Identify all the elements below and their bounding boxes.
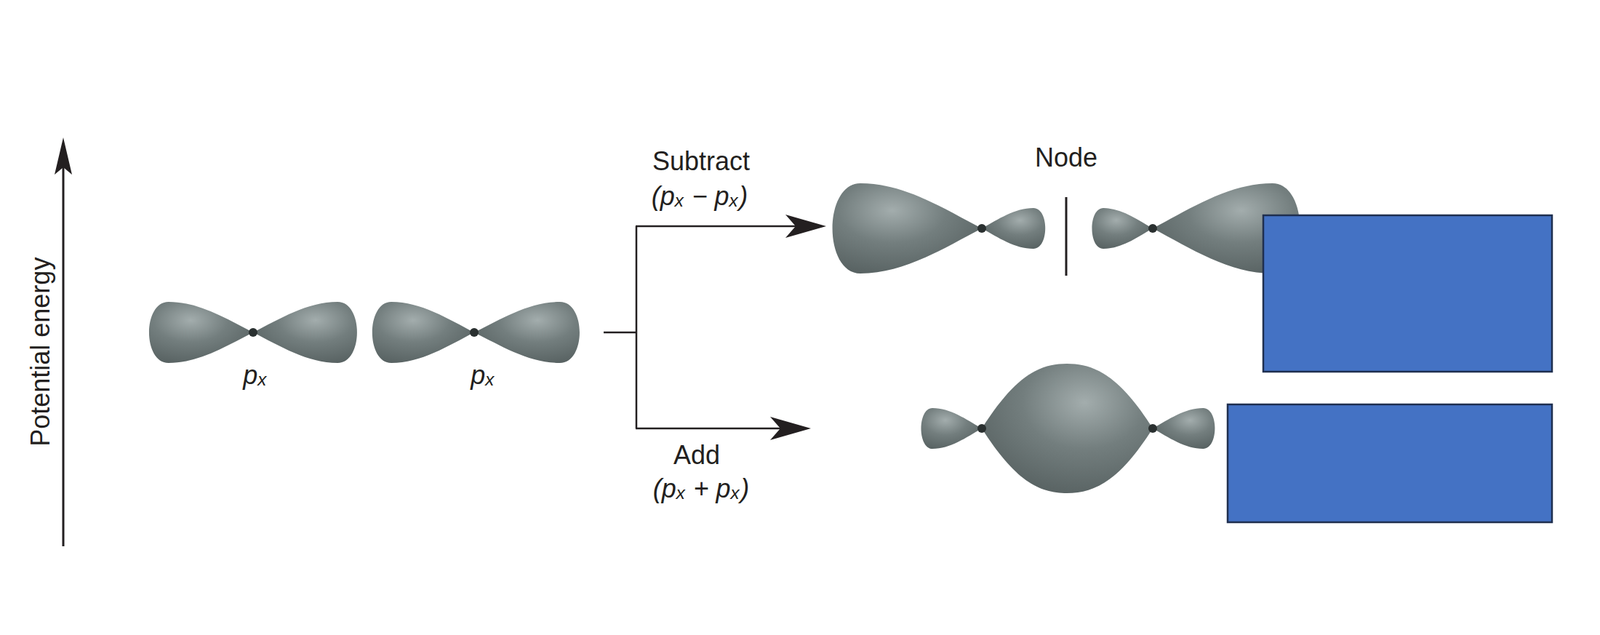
axis-label: Potential energy: [25, 257, 56, 447]
node-plane: [1065, 197, 1068, 276]
orbital-label: pₓ: [242, 360, 268, 390]
operation-label: Subtract: [652, 146, 750, 176]
energy-axis: [54, 137, 72, 547]
orbital-label: pₓ: [470, 360, 496, 390]
operation-formula: (pₓ + pₓ): [653, 473, 750, 504]
node-label: Node: [1034, 142, 1098, 173]
arrow-head: [785, 214, 827, 238]
p-orbital: [372, 301, 580, 363]
cover-box: [1263, 215, 1552, 372]
bonding-orbital: [920, 363, 1215, 494]
branch-arrows: [603, 226, 800, 429]
operation-formula: (pₓ − pₓ): [651, 181, 748, 211]
arrow-head: [770, 416, 811, 440]
operation-label: Add: [673, 440, 720, 470]
p-orbital: [149, 301, 358, 363]
cover-box: [1227, 404, 1552, 523]
